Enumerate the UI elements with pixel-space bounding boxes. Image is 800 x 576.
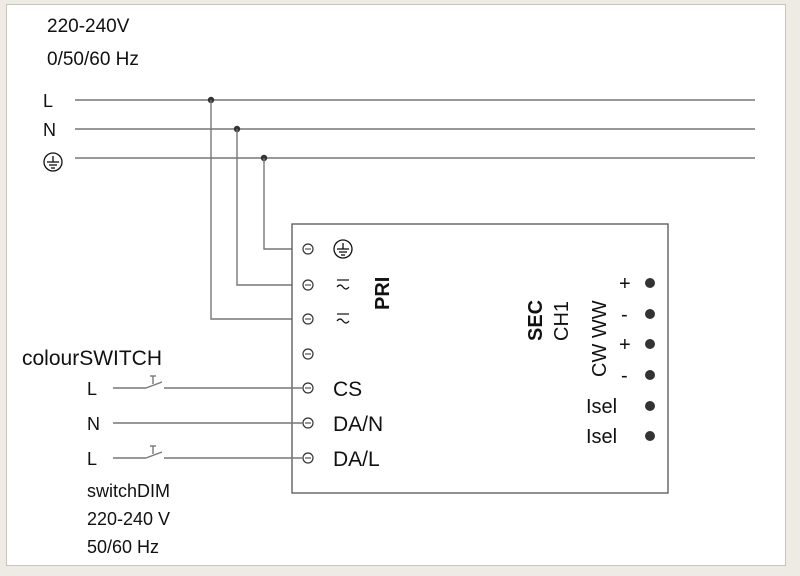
earth-icon xyxy=(333,239,353,259)
switchdim-title: switchDIM xyxy=(87,481,170,501)
switchdim-voltage: 220-240 V xyxy=(87,509,170,529)
feed-wire-n xyxy=(236,129,299,286)
terminal-blank xyxy=(302,348,314,360)
terminal-label-dan: DA/N xyxy=(333,413,383,436)
cw-ww-label: CW WW xyxy=(589,300,611,377)
driver-box xyxy=(291,223,669,494)
terminal-pri-1 xyxy=(302,279,314,291)
pin-label-plus-1: + xyxy=(619,273,631,295)
output-terminal-dot xyxy=(645,309,655,319)
output-terminal-dot xyxy=(645,278,655,288)
output-terminal-dot xyxy=(645,431,655,441)
pin-label-minus-1: - xyxy=(621,304,628,326)
pri-label: PRI xyxy=(372,277,394,310)
ch1-label: CH1 xyxy=(551,301,573,341)
ac-symbol-icon xyxy=(336,313,350,324)
earth-icon xyxy=(43,152,63,172)
pin-label-minus-2: - xyxy=(621,365,628,387)
colourswitch-title: colourSWITCH xyxy=(22,347,162,370)
colourswitch-label-l: L xyxy=(87,379,97,399)
colourswitch-label-n: N xyxy=(87,414,100,434)
ac-symbol-icon xyxy=(336,279,350,290)
terminal-pri-2 xyxy=(302,313,314,325)
pin-label-plus-2: + xyxy=(619,334,631,356)
isel-label-1: Isel xyxy=(586,396,617,418)
terminal-label-dal: DA/L xyxy=(333,448,380,471)
mains-label-l: L xyxy=(43,91,53,111)
switchdim-frequency: 50/60 Hz xyxy=(87,537,159,557)
feed-wire-earth xyxy=(263,158,299,250)
terminal-dan xyxy=(302,417,314,429)
output-terminal-dot xyxy=(645,370,655,380)
colourswitch-label-l2: L xyxy=(87,449,97,469)
output-terminal-dot xyxy=(645,339,655,349)
sec-label: SEC xyxy=(525,300,547,341)
supply-frequency: 0/50/60 Hz xyxy=(47,49,139,70)
isel-label-2: Isel xyxy=(586,426,617,448)
terminal-label-cs: CS xyxy=(333,378,362,401)
diagram-frame: 220-240V 0/50/60 Hz L N xyxy=(6,4,786,566)
wiring-diagram: 220-240V 0/50/60 Hz L N xyxy=(22,16,755,557)
feed-wire-l xyxy=(210,100,299,320)
output-terminal-dot xyxy=(645,401,655,411)
terminal-cs xyxy=(302,382,314,394)
mains-label-n: N xyxy=(43,120,56,140)
pushbutton-switch-cs xyxy=(113,375,303,389)
terminal-dal xyxy=(302,452,314,464)
supply-voltage: 220-240V xyxy=(47,16,130,37)
terminal-earth xyxy=(302,243,314,255)
pushbutton-switch-dal xyxy=(113,445,303,459)
